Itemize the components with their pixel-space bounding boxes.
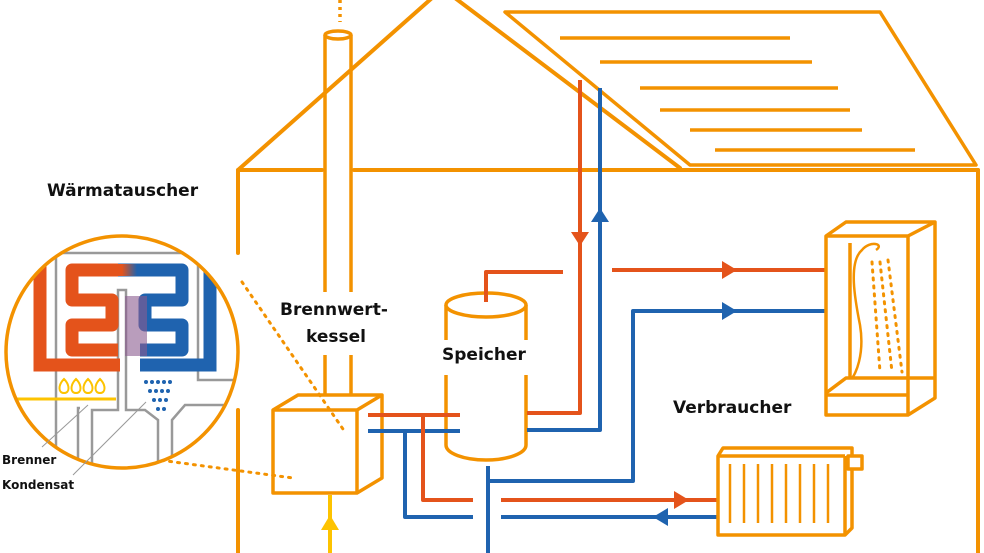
tank-hot-out-pipe (484, 270, 563, 302)
arrow-left-icon (653, 508, 668, 526)
solar-cold-pipe (527, 88, 602, 432)
condensate-label: Kondensat (2, 478, 75, 492)
storage-label: Speicher (442, 345, 526, 365)
radiator (716, 446, 864, 537)
flame-icon (58, 377, 106, 395)
arrow-down-icon (571, 232, 589, 246)
storage-tank (444, 291, 528, 462)
droplets-icon (144, 380, 172, 411)
boiler-label-line2: kessel (306, 327, 366, 347)
burner-label: Brenner (2, 453, 57, 467)
shower (824, 220, 937, 417)
arrow-up-icon (321, 515, 339, 530)
radiator-cold-pipe-a (403, 431, 473, 519)
arrow-up-icon (591, 208, 609, 222)
chimney (323, 0, 353, 395)
consumers-label: Verbraucher (673, 398, 792, 418)
house-outline (236, 0, 980, 553)
radiator-hot-pipe-a (421, 415, 473, 502)
solar-panel (503, 10, 978, 167)
heat-exchanger-detail (4, 234, 240, 476)
arrow-right-icon (722, 261, 737, 279)
boiler-label-line1: Brennwert- (280, 300, 388, 320)
boiler (271, 393, 384, 495)
arrow-right-icon (722, 302, 737, 320)
solar-hot-pipe (527, 80, 582, 415)
zoom-leader-lines (120, 280, 347, 480)
arrow-right-icon (674, 491, 689, 509)
heat-exchanger-label: Wärmatauscher (47, 181, 199, 201)
